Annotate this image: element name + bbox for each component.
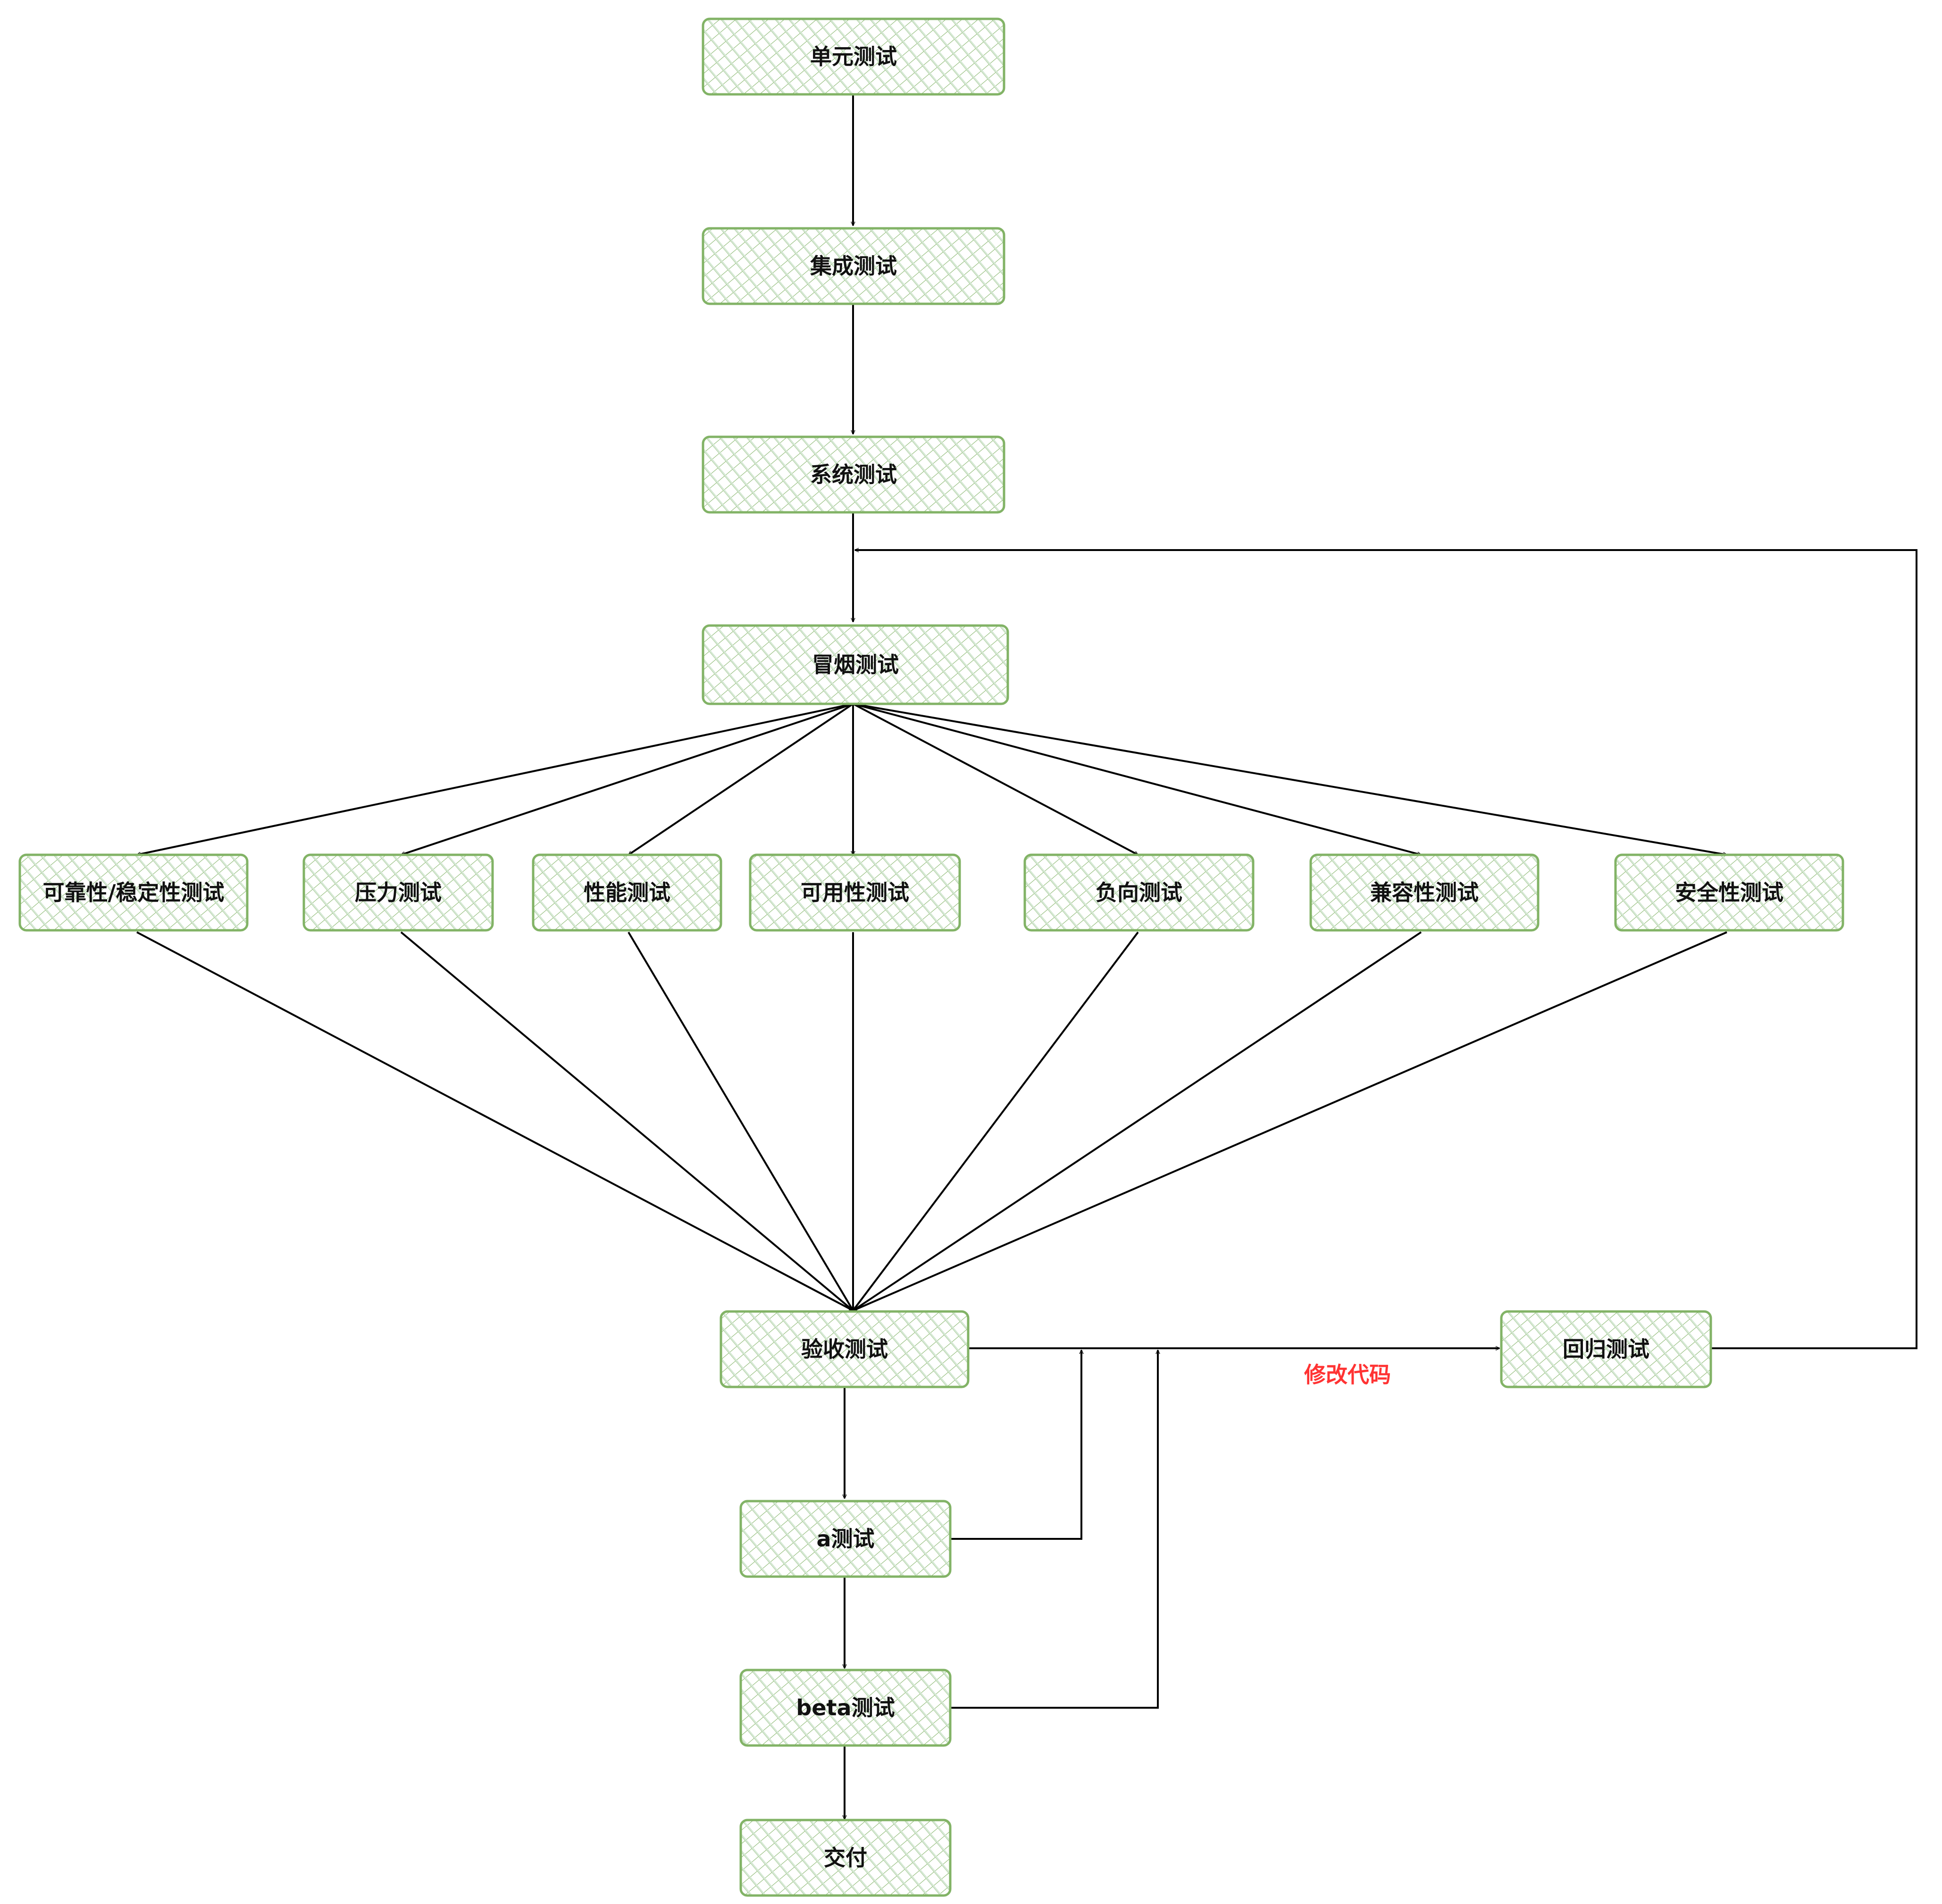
node-security: 安全性测试 (1614, 853, 1844, 932)
node-smoke-label: 冒烟测试 (812, 652, 899, 677)
node-negative: 负向测试 (1023, 853, 1255, 932)
edge-stress-acceptance (400, 931, 853, 1311)
node-alpha: a测试 (739, 1500, 952, 1578)
node-compatibility-label: 兼容性测试 (1370, 880, 1479, 905)
node-integration: 集成测试 (702, 227, 1005, 305)
node-delivery: 交付 (739, 1819, 952, 1897)
node-unit-label: 单元测试 (810, 44, 897, 69)
edge-alpha-fix (949, 1350, 1081, 1540)
edge-performance-acceptance (628, 931, 854, 1311)
node-usability: 可用性测试 (749, 853, 961, 932)
node-acceptance-label: 验收测试 (801, 1336, 888, 1362)
edge-regression-smoke (855, 550, 1917, 1349)
node-regression: 回归测试 (1500, 1310, 1712, 1388)
edge-smoke-reliability (137, 703, 854, 855)
node-alpha-label: a测试 (816, 1526, 874, 1552)
node-performance: 性能测试 (532, 853, 722, 932)
node-integration-label: 集成测试 (810, 253, 897, 279)
edges (137, 94, 1917, 1819)
edge-reliability-acceptance (136, 931, 853, 1311)
edge-smoke-stress (401, 703, 854, 855)
edge-compatibility-acceptance (853, 931, 1422, 1311)
node-beta: beta测试 (739, 1669, 952, 1747)
edge-security-acceptance (853, 931, 1727, 1311)
node-security-label: 安全性测试 (1675, 880, 1783, 905)
fix-code-label: 修改代码 (1304, 1362, 1391, 1387)
node-system: 系统测试 (702, 435, 1005, 514)
node-delivery-label: 交付 (824, 1845, 867, 1871)
edge-smoke-performance (628, 703, 854, 856)
node-usability-label: 可用性测试 (801, 880, 909, 905)
node-beta-label: beta测试 (796, 1695, 895, 1720)
node-performance-label: 性能测试 (584, 880, 670, 905)
edge-beta-fix (949, 1350, 1158, 1709)
node-regression-label: 回归测试 (1563, 1336, 1649, 1362)
node-reliability: 可靠性/稳定性测试 (18, 853, 249, 932)
edge-smoke-compatibility (853, 703, 1421, 855)
node-stress: 压力测试 (302, 853, 494, 932)
node-unit: 单元测试 (702, 17, 1005, 96)
node-stress-label: 压力测试 (355, 880, 442, 905)
node-negative-label: 负向测试 (1096, 880, 1182, 905)
edge-negative-acceptance (852, 931, 1139, 1311)
edge-smoke-negative (853, 703, 1138, 856)
node-system-label: 系统测试 (810, 462, 897, 487)
node-acceptance: 验收测试 (720, 1310, 970, 1388)
node-reliability-label: 可靠性/稳定性测试 (43, 880, 225, 905)
node-smoke: 冒烟测试 (702, 624, 1009, 705)
edge-smoke-security (853, 703, 1727, 855)
node-compatibility: 兼容性测试 (1309, 853, 1540, 932)
